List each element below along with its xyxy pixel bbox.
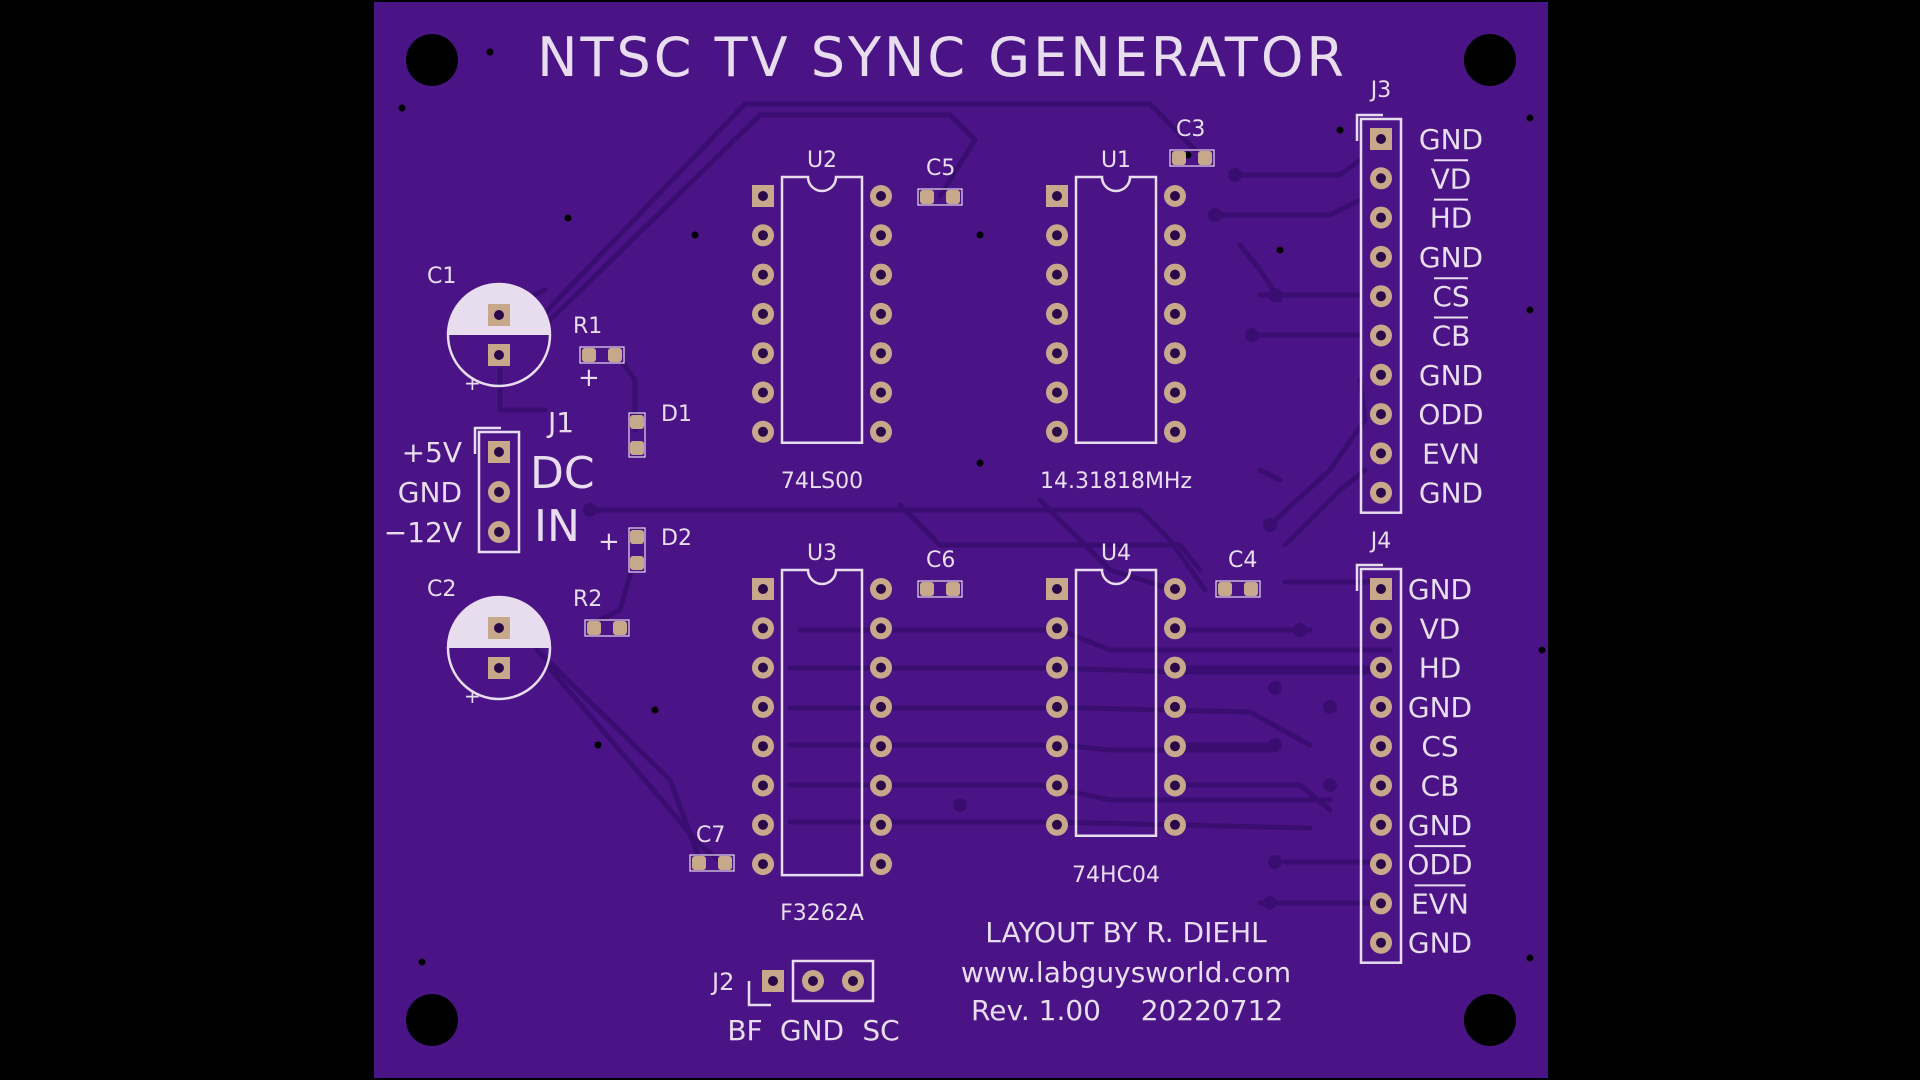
j1-pin-3-label: −12V	[384, 516, 462, 549]
j1-labels: J1 DC IN +5V GND −12V	[384, 406, 595, 552]
cap-ref-label: C2	[427, 577, 456, 602]
r1-plus-mark: +	[578, 363, 600, 393]
header-pin-label: GND	[1408, 573, 1472, 606]
header-pin-label: CS	[1432, 280, 1469, 313]
ic-value-label: 74LS00	[781, 469, 863, 494]
d2-plus-mark: +	[598, 527, 620, 557]
mounting-holes	[406, 34, 1516, 1046]
pcb-board	[374, 2, 1548, 1078]
smd-ref-label: D2	[661, 526, 692, 551]
credit-date: 20220712	[1141, 994, 1284, 1027]
header-pin-label: ODD	[1407, 848, 1472, 881]
trace-vias	[583, 168, 1337, 910]
j2-labels: J2 BF GND SC	[710, 968, 900, 1047]
credit-layout: LAYOUT BY R. DIEHL	[985, 916, 1267, 949]
capacitor-c7: C7	[689, 823, 735, 872]
header-pin-label: CS	[1421, 730, 1458, 763]
ic-value-label: F3262A	[780, 901, 864, 926]
ic-ref-label: U2	[807, 148, 837, 173]
header-pin-label: GND	[1408, 809, 1472, 842]
header-j4: GND VD HD GND CS CB GND ODD EVN GND J4	[1355, 529, 1473, 964]
header-pin-label: GND	[1419, 359, 1483, 392]
j2-pin-1-label: BF	[727, 1014, 762, 1047]
header-pin-label: GND	[1408, 927, 1472, 960]
header-j2	[747, 959, 875, 1007]
capacitor-c2: C2 +	[427, 577, 552, 708]
ic-ref-label: U4	[1101, 541, 1131, 566]
smd-ref-label: C5	[926, 156, 955, 181]
smd-ref-label: C7	[696, 823, 725, 848]
smd-ref-label: D1	[661, 402, 692, 427]
ic-ref-label: U3	[807, 541, 837, 566]
capacitor-c3: C3	[1169, 117, 1215, 167]
header-pin-label: HD	[1430, 202, 1473, 235]
header-j3: GND VD HD GND CS CB GND ODD EVN GND J3	[1355, 78, 1484, 514]
j1-title-in: IN	[534, 501, 580, 552]
capacitor-c6: C6	[917, 548, 963, 598]
smd-ref-label: C4	[1228, 548, 1257, 573]
j1-pin-2-label: GND	[398, 476, 462, 509]
ic-ref-label: U1	[1101, 148, 1131, 173]
cap-ref-label: C1	[427, 264, 456, 289]
ic-value-label: 14.31818MHz	[1040, 469, 1192, 494]
j2-pin-3-label: SC	[862, 1014, 899, 1047]
resistor-r1: R1	[573, 314, 625, 364]
header-pin-label: VD	[1420, 612, 1461, 645]
ic-value-label: 74HC04	[1072, 863, 1160, 888]
diode-d1: D1	[628, 402, 692, 458]
header-pin-label: ODD	[1418, 398, 1483, 431]
header-pin-label: GND	[1419, 123, 1483, 156]
header-pin-label: EVN	[1422, 437, 1480, 470]
smd-ref-label: C6	[926, 548, 955, 573]
header-pin-label: VD	[1431, 162, 1472, 195]
header-pin-label: GND	[1419, 241, 1483, 274]
ic-u2: U2 74LS00	[752, 148, 892, 494]
cap-plus-mark: +	[464, 371, 481, 395]
j1-ref: J1	[546, 406, 574, 439]
header-ref-label: J3	[1369, 78, 1392, 103]
header-j1	[473, 426, 521, 554]
capacitor-c4: C4	[1215, 548, 1261, 598]
diode-d2: D2	[628, 526, 692, 573]
credit-revision: Rev. 1.00	[971, 994, 1101, 1027]
smd-ref-label: C3	[1176, 117, 1205, 142]
ic-u1: U1 14.31818MHz	[1040, 148, 1192, 494]
j1-pin-1-label: +5V	[402, 436, 462, 469]
credit-url: www.labguysworld.com	[961, 956, 1291, 989]
board-title: NTSC TV SYNC GENERATOR	[537, 26, 1347, 89]
header-pin-label: GND	[1408, 691, 1472, 724]
header-pin-label: CB	[1421, 770, 1460, 803]
resistor-r2: R2	[573, 587, 630, 637]
j2-pin-2-label: GND	[780, 1014, 844, 1047]
header-pin-label: GND	[1419, 477, 1483, 510]
j2-ref: J2	[710, 968, 734, 996]
capacitor-c1: C1 +	[427, 264, 552, 395]
header-pin-label: CB	[1432, 320, 1471, 353]
smd-ref-label: R2	[573, 587, 602, 612]
cap-plus-mark: +	[464, 684, 481, 708]
header-pin-label: HD	[1419, 652, 1462, 685]
vias	[398, 48, 1546, 966]
credits: LAYOUT BY R. DIEHL www.labguysworld.com …	[961, 916, 1291, 1027]
capacitor-c5: C5	[917, 156, 963, 206]
electrolytic-capacitors: C1 + C2 +	[427, 264, 552, 708]
j1-title-dc: DC	[530, 448, 595, 499]
smd-ref-label: R1	[573, 314, 602, 339]
header-pin-label: EVN	[1411, 887, 1469, 920]
ic-u4: U4 74HC04	[1046, 541, 1186, 888]
header-ref-label: J4	[1369, 529, 1392, 554]
